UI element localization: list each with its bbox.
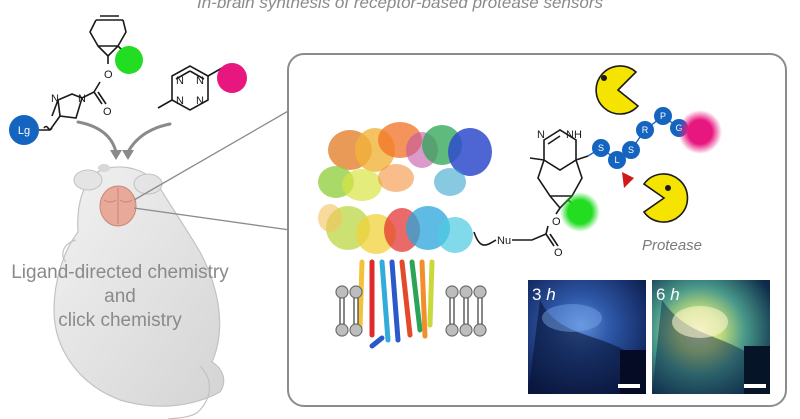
peptide-label-3: S: [628, 145, 634, 155]
peptide-label-1: S: [598, 143, 604, 153]
tetrazine-n3: N: [176, 95, 184, 107]
zoom-connector: [133, 109, 291, 231]
micrograph-3h: 3 h: [528, 280, 646, 394]
leaving-group-label: Lg: [18, 125, 30, 137]
peptide-label-2: L: [614, 155, 619, 165]
sensor-o-link: O: [552, 216, 561, 228]
pyridazine-nh: NH: [566, 129, 582, 141]
figure-title: In-brain synthesis of receptor-based pro…: [197, 0, 604, 12]
converging-arrows: [76, 120, 172, 154]
green-fluorophore: [115, 46, 143, 74]
magenta-quencher: [217, 63, 247, 93]
pacman-protease-icon-bottom: [642, 173, 689, 223]
ligand-reagent: [38, 15, 129, 131]
tetrazine-n2: N: [196, 75, 204, 87]
ligand-label-line2: and: [104, 286, 136, 307]
quencher-magenta-glow: [678, 110, 722, 154]
ligand-label-line3: click chemistry: [58, 310, 182, 331]
tetrazine-n4: N: [196, 95, 204, 107]
sensor-o-link2: O: [554, 247, 563, 259]
sensor-green-glow: [560, 192, 600, 232]
arrow-head-left: [110, 150, 122, 160]
sensor-nu: Nu: [497, 235, 511, 247]
ligand-label-line1: Ligand-directed chemistry: [11, 262, 229, 283]
arrow-head-right: [122, 150, 134, 160]
pacman-eye-bottom: [665, 185, 671, 191]
membrane-bilayer-icon: [335, 285, 487, 337]
chem-o-upper: O: [104, 69, 113, 81]
peptide-bead-3: [622, 141, 640, 159]
micrograph-6h: 6 h: [652, 280, 770, 394]
pacman-eye-top: [601, 75, 607, 81]
chem-n-ring2: N: [51, 93, 59, 105]
peptide-bead-2: [608, 151, 626, 169]
micrograph-6h-time: 6 h: [656, 285, 680, 304]
pyridazine-n: N: [537, 129, 545, 141]
protease-label: Protease: [642, 237, 702, 254]
cleavage-arrow-icon: [622, 172, 634, 188]
leaving-group-bead: [9, 115, 39, 145]
peptide-label-4: R: [642, 125, 649, 135]
brain-icon: [99, 185, 137, 227]
tetrazine-n1: N: [176, 75, 184, 87]
sensor-scaffold: [473, 129, 589, 247]
mouse-illustration: [53, 164, 225, 419]
scale-bar-6h: [744, 384, 766, 388]
scale-bar-3h: [618, 384, 640, 388]
chem-o-lower: O: [103, 106, 112, 118]
tetrazine-reagent: [157, 65, 223, 111]
chem-n-ring: N: [78, 93, 86, 105]
peptide-label-5: P: [660, 111, 666, 121]
peptide-bead-1: [592, 139, 610, 157]
peptide-bead-5: [654, 107, 672, 125]
micrograph-3h-time: 3 h: [532, 285, 556, 304]
receptor-structure-icon: [318, 122, 492, 349]
peptide-bead-4: [636, 121, 654, 139]
